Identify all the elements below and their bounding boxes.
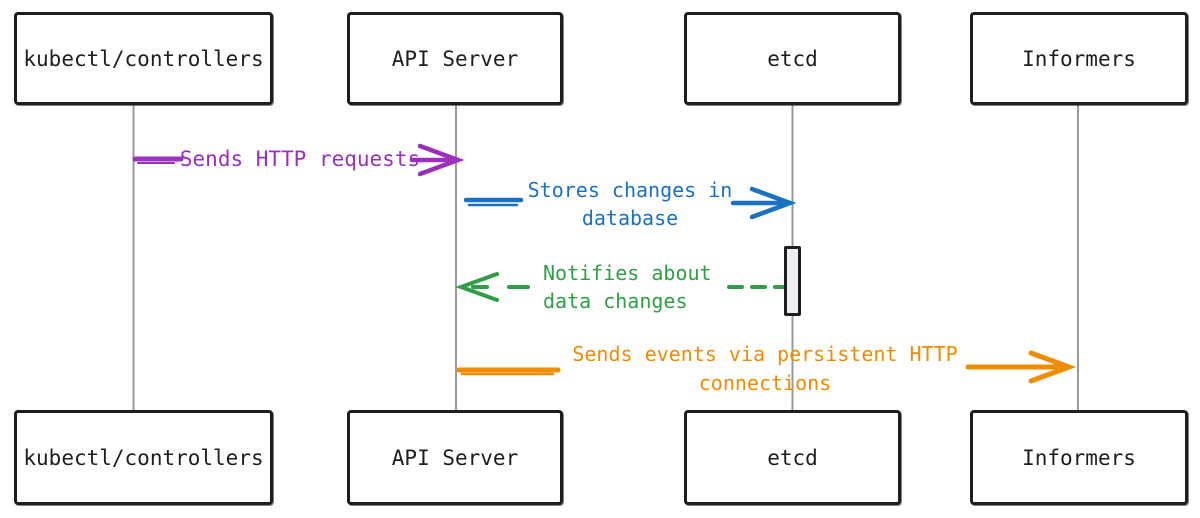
message-label-sends-events: Sends events via persistent HTTP connect… bbox=[558, 340, 972, 398]
actor-box-etcd-top: etcd bbox=[684, 12, 901, 105]
message-text: Sends HTTP requests bbox=[179, 147, 421, 171]
actor-label: Informers bbox=[1022, 445, 1136, 470]
message-text: connections bbox=[698, 371, 832, 395]
actor-box-informers-bottom: Informers bbox=[970, 410, 1188, 505]
message-text: database bbox=[581, 206, 679, 230]
actor-box-etcd-bottom: etcd bbox=[684, 410, 901, 505]
message-label-notifies-changes: Notifies about data changes bbox=[543, 259, 733, 315]
actor-label: etcd bbox=[767, 445, 818, 470]
actor-box-kubectl-controllers-top: kubectl/controllers bbox=[14, 12, 273, 105]
actor-label: API Server bbox=[391, 445, 519, 470]
actor-box-kubectl-controllers-bottom: kubectl/controllers bbox=[14, 410, 273, 505]
arrowhead-right-icon bbox=[417, 143, 465, 177]
arrowhead-left-icon bbox=[455, 272, 499, 302]
message-label-sends-http-requests: Sends HTTP requests bbox=[178, 147, 422, 171]
actor-label: Informers bbox=[1022, 46, 1136, 71]
actor-label: API Server bbox=[391, 46, 519, 71]
message-arrow-sends-events bbox=[456, 350, 1077, 384]
message-arrow-stores-changes bbox=[463, 186, 797, 220]
message-arrow-notifies-changes bbox=[455, 272, 785, 302]
actor-box-api-server-top: API Server bbox=[347, 12, 563, 105]
message-text: Sends events via persistent HTTP bbox=[572, 342, 958, 366]
actor-box-api-server-bottom: API Server bbox=[347, 410, 563, 505]
actor-box-informers-top: Informers bbox=[970, 12, 1188, 105]
message-text: Notifies about bbox=[543, 261, 712, 285]
arrowhead-right-icon bbox=[749, 186, 797, 220]
actor-label: kubectl/controllers bbox=[23, 445, 264, 470]
actor-label: etcd bbox=[767, 46, 818, 71]
message-arrow-sends-http-requests bbox=[132, 143, 465, 177]
arrowhead-right-icon bbox=[1028, 350, 1077, 384]
message-label-stores-changes: Stores changes in database bbox=[527, 176, 733, 232]
actor-label: kubectl/controllers bbox=[23, 46, 264, 71]
activation-bar-etcd bbox=[784, 246, 801, 316]
message-text: data changes bbox=[543, 289, 688, 313]
message-text: Stores changes in bbox=[527, 178, 733, 202]
